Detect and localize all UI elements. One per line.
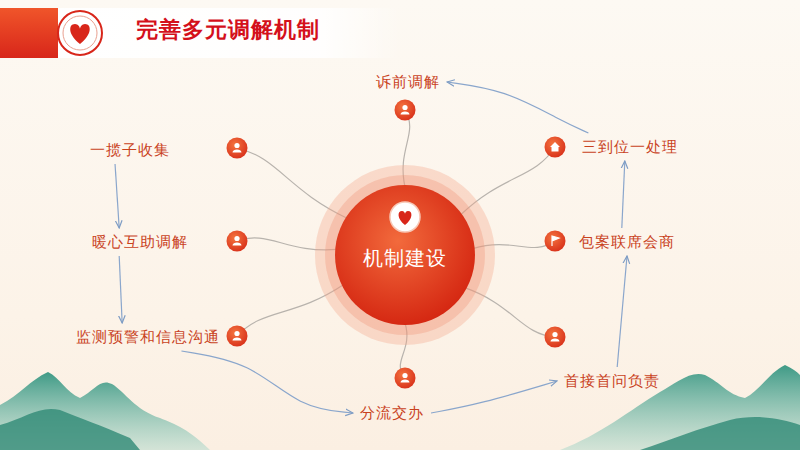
flow-arrow <box>617 256 627 367</box>
step-text: 诉前调解 <box>376 73 440 91</box>
step-text: 暖心互助调解 <box>92 233 188 251</box>
icon-circle <box>545 327 566 348</box>
title-red-block <box>0 8 58 58</box>
step-label: 包案联席会商 <box>575 231 679 253</box>
step-label: 暖心互助调解 <box>88 231 192 253</box>
icon-circle <box>395 100 416 121</box>
flow-arrow <box>181 351 353 413</box>
hub-text: 机制建设 <box>335 245 475 272</box>
step-label: 首接首问负责 <box>560 370 664 392</box>
step-label: 诉前调解 <box>372 71 444 93</box>
step-text: 分流交办 <box>360 404 424 422</box>
mountains-left <box>0 372 210 450</box>
flow-arrow <box>622 161 625 228</box>
icon-circle <box>227 231 248 252</box>
icon-circle <box>545 231 566 252</box>
flow-arrow <box>447 82 588 133</box>
step-label: 一揽子收集 <box>86 139 174 161</box>
icon-circle <box>395 368 416 389</box>
icon-circle <box>227 138 248 159</box>
title-bar <box>0 8 400 58</box>
step-text: 包案联席会商 <box>579 233 675 251</box>
step-text: 监测预警和信息沟通 <box>76 328 220 346</box>
icon-circle <box>545 137 566 158</box>
logo <box>58 11 102 55</box>
step-text: 一揽子收集 <box>90 141 170 159</box>
icon-circle <box>227 326 248 347</box>
flow-arrow <box>431 381 557 413</box>
step-label: 分流交办 <box>356 402 428 424</box>
flow-arrow <box>119 256 122 323</box>
step-label: 三到位一处理 <box>578 136 682 158</box>
title: 完善多元调解机制 <box>136 15 320 45</box>
step-label: 监测预警和信息沟通 <box>72 326 224 348</box>
step-text: 首接首问负责 <box>564 372 660 390</box>
mountains-right <box>560 365 800 450</box>
step-text: 三到位一处理 <box>582 138 678 156</box>
hub-circle: 机制建设 <box>335 185 475 325</box>
flow-arrow <box>115 164 119 228</box>
